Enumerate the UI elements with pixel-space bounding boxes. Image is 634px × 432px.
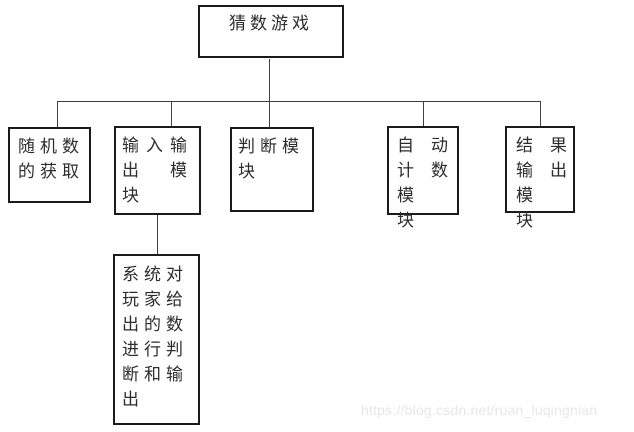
csdn-blog-watermark: https://blog.csdn.net/ruan_luqingnian (361, 402, 598, 418)
connector-drop-io (171, 101, 172, 127)
node-io-description-line: 系统对 (122, 265, 188, 284)
node-random-number-line: 的获取 (18, 162, 84, 181)
node-io-module-line: 输入输 (122, 136, 194, 155)
node-io-description-line: 出的数 (122, 315, 188, 334)
node-result-module-line: 输 出 (516, 161, 567, 180)
node-result-module: 结 果 输 出 模 块 (505, 126, 575, 230)
connector-drop-counter (423, 101, 424, 127)
connector-horizontal-bus (57, 101, 541, 102)
node-io-description-line: 断和输 (122, 365, 188, 384)
node-io-description-line: 进行判 (122, 340, 188, 359)
node-io-module-line: 块 (122, 186, 146, 205)
connector-root-riser (269, 59, 270, 102)
connector-drop-judge (269, 101, 270, 128)
node-result-module-line: 块 (516, 211, 533, 230)
node-judge-module: 判断模 块 (230, 127, 314, 212)
node-guess-game: 猜数游戏 (198, 5, 344, 58)
node-random-number: 随机数 的获取 (8, 127, 91, 203)
node-result-module-line: 模 (516, 186, 533, 205)
connector-io-to-detail (157, 215, 158, 254)
node-counter-module: 自 动 计 数 模 块 (387, 126, 459, 230)
node-random-number-line: 随机数 (18, 137, 84, 156)
node-io-module-line: 出 模 (122, 161, 194, 180)
node-counter-module-line: 块 (397, 211, 414, 230)
connector-drop-random (57, 101, 58, 128)
node-counter-module-line: 计 数 (397, 161, 448, 180)
node-io-description-line: 玩家给 (122, 290, 188, 309)
node-io-description-line: 出 (122, 390, 144, 409)
node-io-module: 输入输 出 模 块 (114, 126, 201, 215)
node-judge-module-line: 块 (238, 162, 260, 181)
node-result-module-line: 结 果 (516, 136, 567, 155)
node-io-description: 系统对 玩家给 出的数 进行判 断和输 出 (113, 254, 200, 425)
node-counter-module-line: 自 动 (397, 136, 448, 155)
node-guess-game-label: 猜数游戏 (229, 14, 313, 33)
node-judge-module-line: 判断模 (238, 137, 304, 156)
connector-drop-result (540, 101, 541, 127)
node-counter-module-line: 模 (397, 186, 414, 205)
